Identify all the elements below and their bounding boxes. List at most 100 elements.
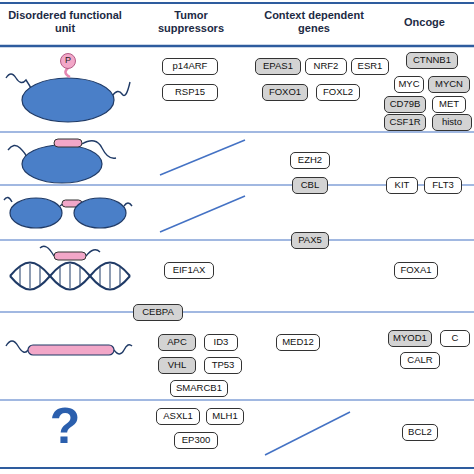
gene-box: NRF2: [305, 58, 347, 75]
bottom-rule: [0, 467, 474, 469]
gene-name: EP300: [182, 434, 211, 445]
disordered-tail: [4, 197, 12, 202]
folded-domain: [22, 78, 114, 122]
gene-box: EPAS1: [255, 58, 301, 75]
gene-name: RSP15: [175, 86, 205, 97]
gene-box: CTNNB1: [406, 52, 458, 69]
gene-name: ASXL1: [163, 410, 193, 421]
gene-box: CD79B: [384, 96, 426, 113]
linear-motif: [54, 139, 82, 147]
empty-cell-slash: [160, 140, 245, 175]
gene-name: APC: [167, 336, 187, 347]
disordered-tail: [112, 82, 130, 96]
gene-name: C: [452, 332, 459, 343]
gene-box: APC: [158, 334, 196, 351]
gene-box: EZH2: [290, 152, 330, 169]
folded-domain: [22, 145, 102, 183]
folded-domain: [74, 198, 126, 228]
gene-box: FOXA1: [394, 262, 438, 279]
top-rule: [0, 2, 474, 4]
gene-name: NRF2: [314, 60, 339, 71]
gene-box: VHL: [158, 357, 196, 374]
gene-name: FOXL2: [323, 86, 353, 97]
long-disordered-region: [28, 345, 114, 355]
gene-box: MLH1: [206, 408, 244, 425]
gene-box: p14ARF: [162, 58, 218, 75]
gene-box: SMARCB1: [170, 380, 228, 397]
empty-cell-slash: [265, 412, 350, 455]
gene-name: EZH2: [298, 154, 322, 165]
column-header: Tumor suppressors: [150, 9, 232, 34]
gene-box: MET: [432, 96, 466, 113]
gene-box: C: [440, 330, 470, 347]
gene-name: ID3: [214, 336, 229, 347]
gene-box: MYCN: [428, 76, 470, 93]
empty-cell-slash: [160, 196, 245, 232]
gene-box: FOXL2: [316, 84, 360, 101]
disordered-tail: [8, 145, 26, 156]
dna-strand: [10, 263, 130, 290]
gene-box: EP300: [174, 432, 218, 449]
header-rule: [0, 45, 474, 48]
gene-box: FOXO1: [262, 84, 308, 101]
gene-name: CTNNB1: [413, 54, 451, 65]
disordered-tail: [6, 341, 28, 352]
gene-name: PAX5: [298, 234, 322, 245]
gene-name: CALR: [407, 354, 432, 365]
column-header: Oncoge: [404, 16, 474, 29]
gene-name: histo: [442, 116, 462, 127]
disordered-tail: [82, 141, 116, 158]
gene-box: EIF1AX: [164, 262, 214, 279]
gene-name: FOXA1: [400, 264, 431, 275]
row-rule: [0, 131, 474, 132]
folded-domain: [10, 198, 62, 228]
gene-box: PAX5: [291, 232, 329, 249]
gene-box: ESR1: [351, 58, 389, 75]
gene-name: FLT3: [432, 179, 453, 190]
gene-box: CBL: [292, 177, 328, 194]
gene-name: BCL2: [408, 426, 432, 437]
gene-box: MED12: [276, 334, 320, 351]
gene-name: EPAS1: [263, 60, 293, 71]
disordered-tail: [6, 74, 32, 90]
linear-motif: [54, 252, 86, 260]
gene-name: MET: [439, 98, 459, 109]
gene-name: VHL: [168, 359, 186, 370]
gene-box: KIT: [386, 177, 418, 194]
gene-name: MYOD1: [393, 332, 427, 343]
gene-name: CBL: [301, 179, 319, 190]
gene-name: FOXO1: [269, 86, 301, 97]
gene-box: CALR: [400, 352, 440, 369]
gene-name: EIF1AX: [173, 264, 206, 275]
dna-rungs: [20, 264, 120, 288]
gene-name: CEBPA: [142, 306, 174, 317]
gene-name: MYC: [398, 78, 419, 89]
gene-name: ESR1: [358, 60, 383, 71]
gene-name: MLH1: [212, 410, 237, 421]
gene-name: CD79B: [390, 98, 421, 109]
gene-name: MYCN: [435, 78, 463, 89]
row-rule: [0, 311, 474, 312]
gene-box: MYC: [394, 76, 424, 93]
column-header: Disordered functional unit: [4, 9, 126, 34]
gene-box: BCL2: [402, 424, 438, 441]
gene-box: ASXL1: [156, 408, 200, 425]
gene-box: TP53: [204, 357, 242, 374]
disordered-tail: [114, 345, 132, 354]
gene-name: MED12: [282, 336, 314, 347]
gene-box: CEBPA: [133, 304, 183, 321]
disordered-tail: [124, 203, 132, 206]
motif-linker: [65, 68, 70, 77]
gene-box: CSF1R: [384, 114, 426, 131]
gene-box: MYOD1: [388, 330, 432, 347]
gene-name: p14ARF: [173, 60, 208, 71]
gene-name: P: [65, 55, 71, 65]
gene-box: ID3: [204, 334, 238, 351]
dna-strand: [10, 263, 130, 290]
gene-name: TP53: [212, 359, 235, 370]
gene-box: histo: [432, 114, 472, 131]
gene-name: KIT: [395, 179, 410, 190]
gene-box: RSP15: [162, 84, 218, 101]
gene-box: FLT3: [424, 177, 462, 194]
